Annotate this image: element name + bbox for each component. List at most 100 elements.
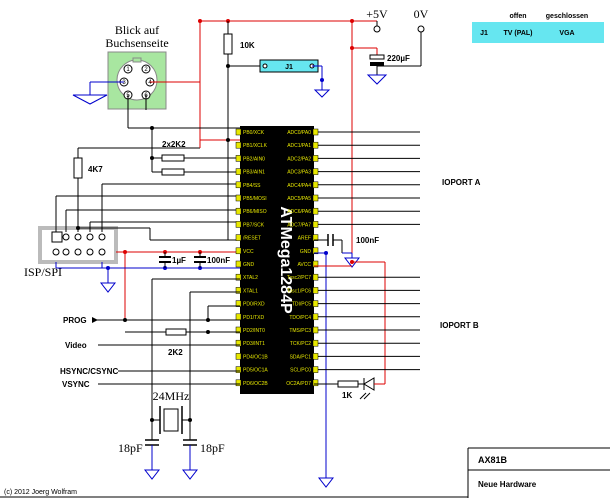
chip-pin-left [235, 287, 242, 294]
chip-pin-right [312, 234, 319, 241]
jumper-table [472, 22, 604, 43]
label-100nf-vcc: 100nF [207, 256, 230, 265]
chip-pin-left [235, 221, 242, 228]
chip-pin-right [312, 300, 319, 307]
chip-pin-right-label: ADC6/PA6 [287, 209, 311, 215]
chip-pin-left-label: PB4/SS [243, 183, 261, 189]
chip-pin-right-label: AREF [298, 236, 311, 242]
chip-pin-right-label: SCL/PC0 [290, 368, 311, 374]
label-j1: J1 [285, 64, 293, 71]
ioport-b-lines [318, 276, 420, 371]
chip-pin-left [235, 168, 242, 175]
chip-pin-left [235, 326, 242, 334]
chip-pin-right-label: TMS/PC3 [289, 328, 311, 334]
label-ioport-b: IOPORT B [440, 321, 479, 330]
jumper-row-name: J1 [480, 30, 488, 37]
chip-pin-left-label: PD3/INT1 [243, 341, 265, 347]
ioport-a-lines [318, 131, 420, 225]
chip-pin-right [312, 168, 319, 175]
label-isp-spi: ISP/SPI [24, 265, 62, 279]
chip-pin-right [312, 207, 319, 215]
chip-pin-right-label: OC2A/PD7 [286, 381, 311, 387]
connector-pin-2: 2 [144, 67, 148, 73]
chip-pin-left [235, 181, 242, 189]
ground-symbol [72, 94, 108, 105]
chip-pin-left-label: PB1/XCLK [243, 143, 268, 149]
chip-pin-left [235, 300, 242, 307]
chip-pin-left [235, 194, 242, 202]
chip-pin-left-label: PD2/INT0 [243, 328, 265, 334]
chip-pin-left-label: PB2/AIN0 [243, 156, 265, 162]
jumper-col-open: offen [509, 13, 526, 20]
chip-pin-left [235, 247, 242, 255]
chip-pin-right-label: ADC3/PA3 [287, 170, 311, 176]
chip-pin-right [312, 366, 319, 373]
chip-pin-right-label: AVCC [297, 262, 311, 268]
zerov-label: 0V [414, 7, 429, 21]
chip-pin-right [312, 379, 319, 387]
ground-symbol [366, 74, 388, 85]
chip-pin-right [312, 313, 319, 321]
chip-pin-left-label: GND [243, 262, 255, 268]
ground-symbol [313, 89, 331, 98]
chip-pin-right-label: GND [300, 249, 312, 255]
chip-pin-right [312, 247, 319, 255]
chip-pin-left-label: PB5/MOSI [243, 196, 267, 202]
chip-pin-left-label: XTAL2 [243, 275, 258, 281]
connector-title-line1: Blick auf [115, 23, 159, 37]
chip-pin-right-label: TDI/PC5 [292, 302, 311, 308]
chip-pins-left: PB0/XCKPB1/XCLKPB2/AIN0PB3/AIN1PB4/SSPB5… [235, 128, 268, 387]
label-2k2: 2K2 [168, 348, 183, 357]
ground-symbol [181, 469, 199, 480]
label-18pf-right: 18pF [200, 441, 225, 455]
label-vsync: VSYNC [62, 380, 90, 389]
chip-pin-right-label: ADC5/PA5 [287, 196, 311, 202]
chip-pin-left [235, 141, 242, 149]
chip-pin-left [235, 155, 242, 162]
chip-pin-left-label: PB0/XCK [243, 130, 265, 136]
plus5v-label: +5V [366, 7, 388, 21]
chip-pin-right [312, 181, 319, 189]
resistor-1k [337, 380, 359, 388]
ground-symbol [99, 282, 117, 293]
chip-pin-right [312, 353, 319, 360]
title-block [0, 447, 610, 498]
label-ioport-a: IOPORT A [442, 178, 481, 187]
connector-pin-4: 4 [148, 80, 152, 86]
zerov-terminal [417, 25, 425, 33]
label-4k7: 4K7 [88, 165, 103, 174]
connector-title-line2: Buchsenseite [105, 36, 168, 50]
resistor-2k2-prog [165, 328, 187, 336]
chip-pin-left [235, 207, 242, 215]
chip-pin-left [235, 128, 242, 136]
ground-symbol [317, 477, 335, 488]
title-subtitle: Neue Hardware [478, 480, 537, 489]
jumper-row-closed: VGA [559, 30, 574, 37]
chip-pin-left [235, 353, 242, 360]
chip-pin-right-label: ADC7/PA7 [287, 222, 311, 228]
chip-pin-right-label: ADC2/PA2 [287, 156, 311, 162]
resistor-4k7 [73, 157, 83, 179]
chip-pin-right-label: TCK/PC2 [290, 341, 311, 347]
label-220uf: 220µF [387, 54, 410, 63]
chip-pin-left [235, 339, 242, 347]
label-1k: 1K [342, 391, 352, 400]
label-hsync: HSYNC/CSYNC [60, 367, 118, 376]
chip-pin-right [312, 141, 319, 149]
label-2x2k2: 2x2K2 [162, 140, 186, 149]
chip-pin-right-label: Tosc2/PC7 [287, 275, 311, 281]
chip-pin-right [312, 273, 319, 281]
chip-pins-right: ADC0/PA0ADC1/PA1ADC2/PA2ADC3/PA3ADC4/PA4… [286, 128, 319, 387]
label-18pf-left: 18pF [118, 441, 143, 455]
chip-pin-right [312, 194, 319, 202]
chip-pin-right [312, 128, 319, 136]
label-100nf-aref: 100nF [356, 236, 379, 245]
chip-pin-left-label: XTAL1 [243, 288, 258, 294]
video-connector [107, 51, 167, 110]
copyright: (c) 2012 Joerg Wolfram [4, 489, 77, 496]
capacitor-220uf [369, 54, 385, 66]
isp-header [38, 226, 118, 264]
connector-pin-1: 1 [126, 67, 130, 73]
